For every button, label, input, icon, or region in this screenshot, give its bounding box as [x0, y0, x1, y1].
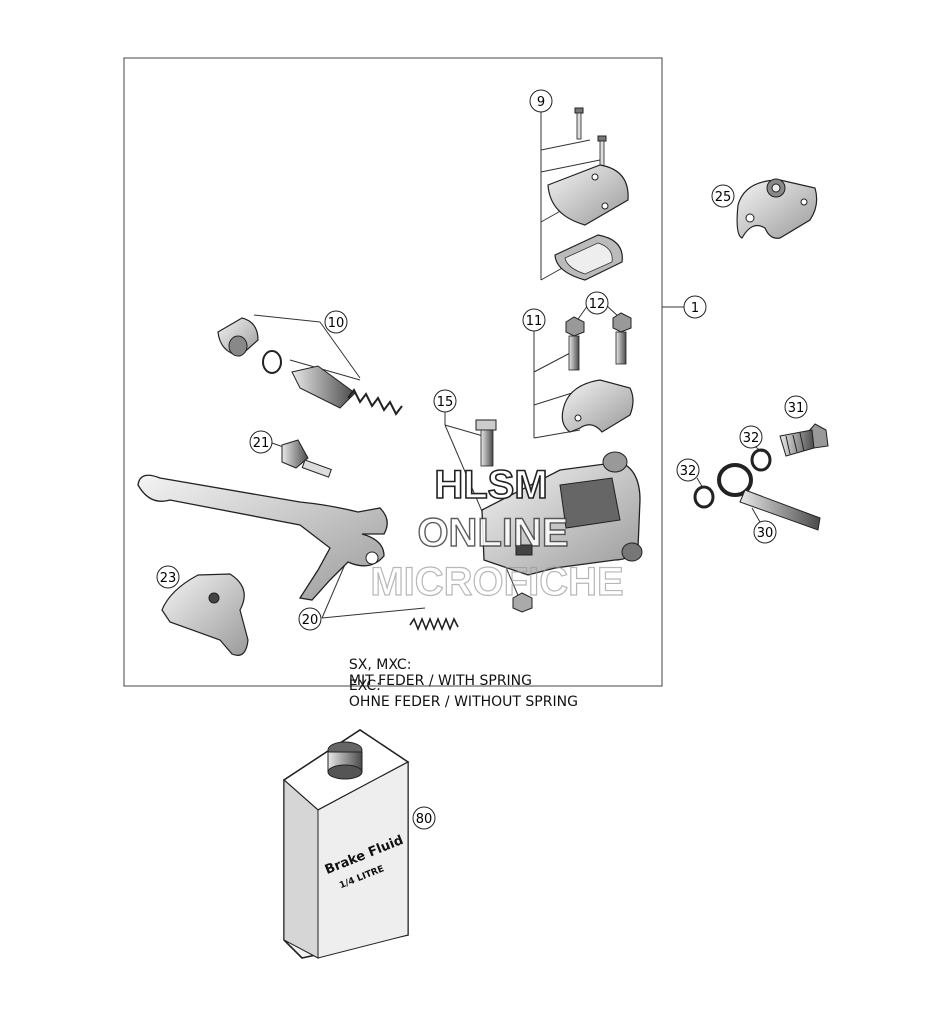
adjuster-21 — [281, 439, 332, 478]
svg-text:23: 23 — [160, 571, 177, 586]
callout-23: 23 — [156, 565, 180, 589]
callouts: 1 9 10 11 12 15 20 21 23 25 30 31 32 32 … — [156, 89, 808, 830]
callout-20: 20 — [298, 607, 322, 631]
brake-line-30 — [717, 463, 821, 531]
reservoir-screw — [574, 107, 607, 168]
piston-assembly-10 — [217, 317, 403, 416]
callout-32-upper: 32 — [739, 425, 763, 449]
brake-fluid-bottle: Brake Fluid 1/4 LITRE — [282, 729, 410, 959]
note-text-1: MIT FEDER / WITH SPRING — [348, 673, 532, 689]
watermark-line3: MICROFICHE — [370, 560, 623, 604]
callout-9: 9 — [529, 89, 553, 113]
callout-1: 1 — [683, 295, 707, 319]
clamp-11 — [561, 379, 634, 433]
washer-32-lower — [693, 485, 715, 509]
reservoir-cover — [547, 164, 629, 226]
svg-text:31: 31 — [788, 401, 805, 416]
callout-25: 25 — [711, 184, 735, 208]
svg-text:21: 21 — [253, 436, 270, 451]
clamp-bolt-12 — [565, 312, 632, 371]
callout-30: 30 — [753, 520, 777, 544]
callout-10: 10 — [324, 310, 348, 334]
callout-11: 11 — [522, 308, 546, 332]
callout-21: 21 — [249, 430, 273, 454]
note-model-2: EXC: — [348, 678, 381, 694]
svg-text:12: 12 — [589, 297, 606, 312]
svg-text:20: 20 — [302, 613, 319, 628]
note-line-2: EXC: OHNE FEDER / WITHOUT SPRING — [340, 662, 578, 710]
watermark-line2: ONLINE — [417, 511, 568, 555]
callout-80: 80 — [412, 806, 436, 830]
assembly-frame — [123, 57, 663, 687]
svg-text:1: 1 — [691, 301, 699, 316]
washer-32-upper — [750, 448, 772, 472]
callout-32-lower: 32 — [676, 458, 700, 482]
pivot-nut — [512, 592, 533, 613]
callout-15: 15 — [433, 389, 457, 413]
note-model-1: SX, MXC: — [348, 657, 412, 673]
banjo-bolt-31 — [779, 423, 829, 457]
note-line-1: SX, MXC: MIT FEDER / WITH SPRING — [340, 641, 532, 689]
callout-12: 12 — [585, 291, 609, 315]
svg-text:15: 15 — [437, 395, 454, 410]
note-text-2: OHNE FEDER / WITHOUT SPRING — [348, 694, 578, 710]
svg-text:10: 10 — [328, 316, 345, 331]
pivot-bolt-15 — [475, 419, 497, 467]
callout-31: 31 — [784, 395, 808, 419]
svg-text:25: 25 — [715, 190, 732, 205]
svg-text:80: 80 — [416, 812, 433, 827]
svg-text:30: 30 — [757, 526, 774, 541]
spring-20 — [409, 616, 459, 632]
svg-text:32: 32 — [743, 431, 760, 446]
lever-part-23 — [161, 573, 249, 656]
brake-lever — [137, 474, 388, 601]
svg-text:11: 11 — [526, 314, 543, 329]
watermark-line1: HLSM — [434, 463, 547, 507]
svg-text:32: 32 — [680, 464, 697, 479]
watermark: HLSM ONLINE MICROFICHE — [370, 462, 625, 604]
svg-text:9: 9 — [537, 95, 545, 110]
